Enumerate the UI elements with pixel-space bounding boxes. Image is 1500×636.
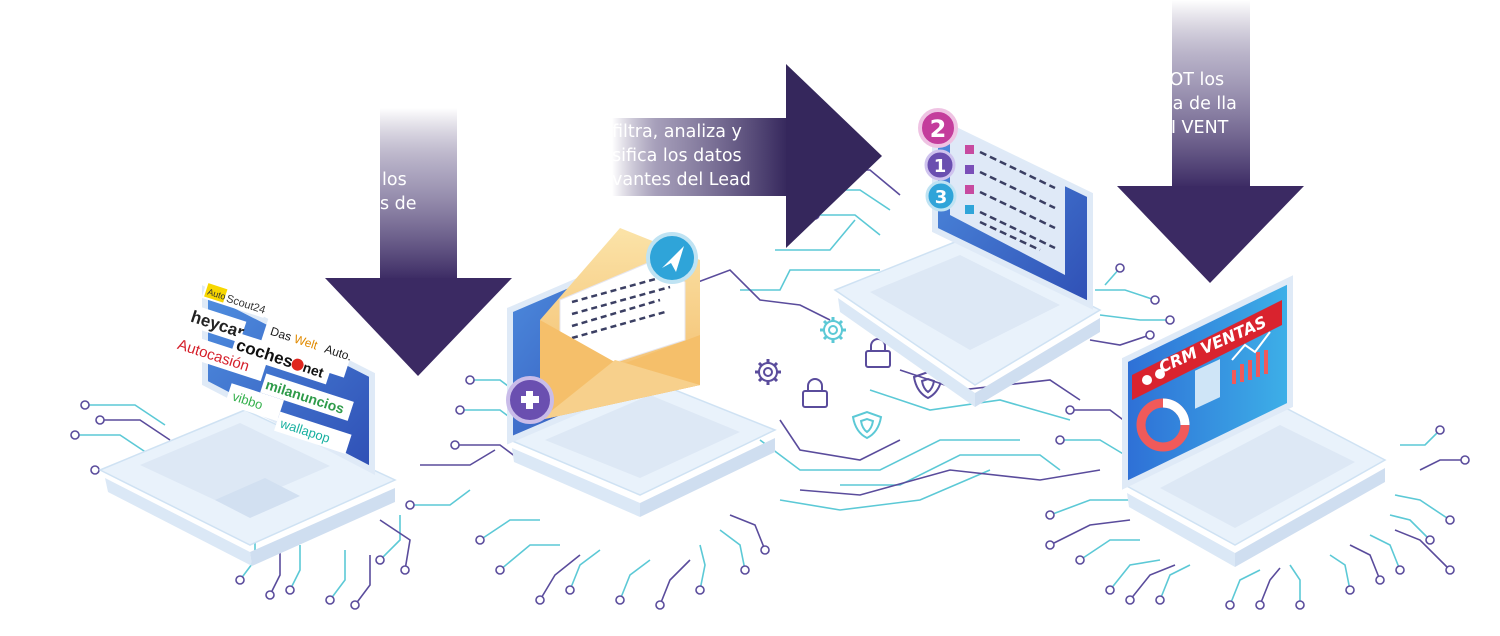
- shield-icon: [851, 410, 883, 440]
- dasweltauto-logo-1: Das: [269, 324, 294, 344]
- task-number-badge-2: 2: [918, 108, 958, 148]
- padlock-icon: [802, 378, 828, 408]
- svg-text:1: 1: [934, 156, 947, 177]
- circuit-traces: [75, 169, 1465, 606]
- gear-icon: [755, 359, 781, 385]
- donut-chart-icon: [1136, 398, 1190, 452]
- crm-bars: [1232, 350, 1268, 384]
- caption-line: vantes del Lead: [612, 170, 751, 190]
- svg-text:2: 2: [930, 115, 947, 143]
- caption-line: olsa de lla: [1148, 94, 1237, 114]
- caption-line: los: [382, 170, 407, 190]
- doc-panel: [1195, 359, 1220, 409]
- arrow-right-2: [612, 64, 882, 248]
- laptop-tasks: 2 1 3: [833, 108, 1102, 407]
- arrow-down-3: [1117, 0, 1304, 283]
- laptop-portals: Auto Scout24 heycar Das Welt Auto. coche…: [98, 280, 397, 566]
- svg-text:3: 3: [935, 187, 948, 208]
- line-chart-icon: [1231, 331, 1271, 361]
- send-icon: [646, 232, 698, 284]
- heart-icon: [1142, 369, 1165, 385]
- task-number-badge-3: 3: [925, 180, 957, 212]
- security-icons: [755, 317, 944, 440]
- crm-title-bar: [1132, 300, 1282, 400]
- task-lines: [979, 150, 1056, 252]
- task-number-badge-1: 1: [924, 149, 956, 181]
- padlock-icon: [865, 338, 891, 368]
- plus-icon: [506, 376, 554, 424]
- step-3-caption: LBOT los olsa de lla AVI VENT: [1148, 68, 1250, 140]
- laptop-email: [506, 228, 777, 517]
- caption-line: s de: [380, 194, 417, 214]
- gear-icon: [820, 317, 846, 343]
- caption-line: sifica los datos: [612, 146, 742, 166]
- step-1-caption: los s de: [380, 168, 457, 216]
- caption-line: filtra, analiza y: [612, 122, 742, 142]
- caption-line: AVI VENT: [1148, 118, 1229, 138]
- arrow-down-1: [325, 108, 512, 376]
- step-2-caption: filtra, analiza y sifica los datos vante…: [612, 120, 788, 192]
- letter-lines: [571, 273, 671, 340]
- coches-net-logo: net: [301, 359, 326, 381]
- task-checkboxes: [965, 145, 974, 214]
- laptop-crm: CRM VENTAS: [1122, 275, 1387, 567]
- caption-line: LBOT los: [1148, 70, 1225, 90]
